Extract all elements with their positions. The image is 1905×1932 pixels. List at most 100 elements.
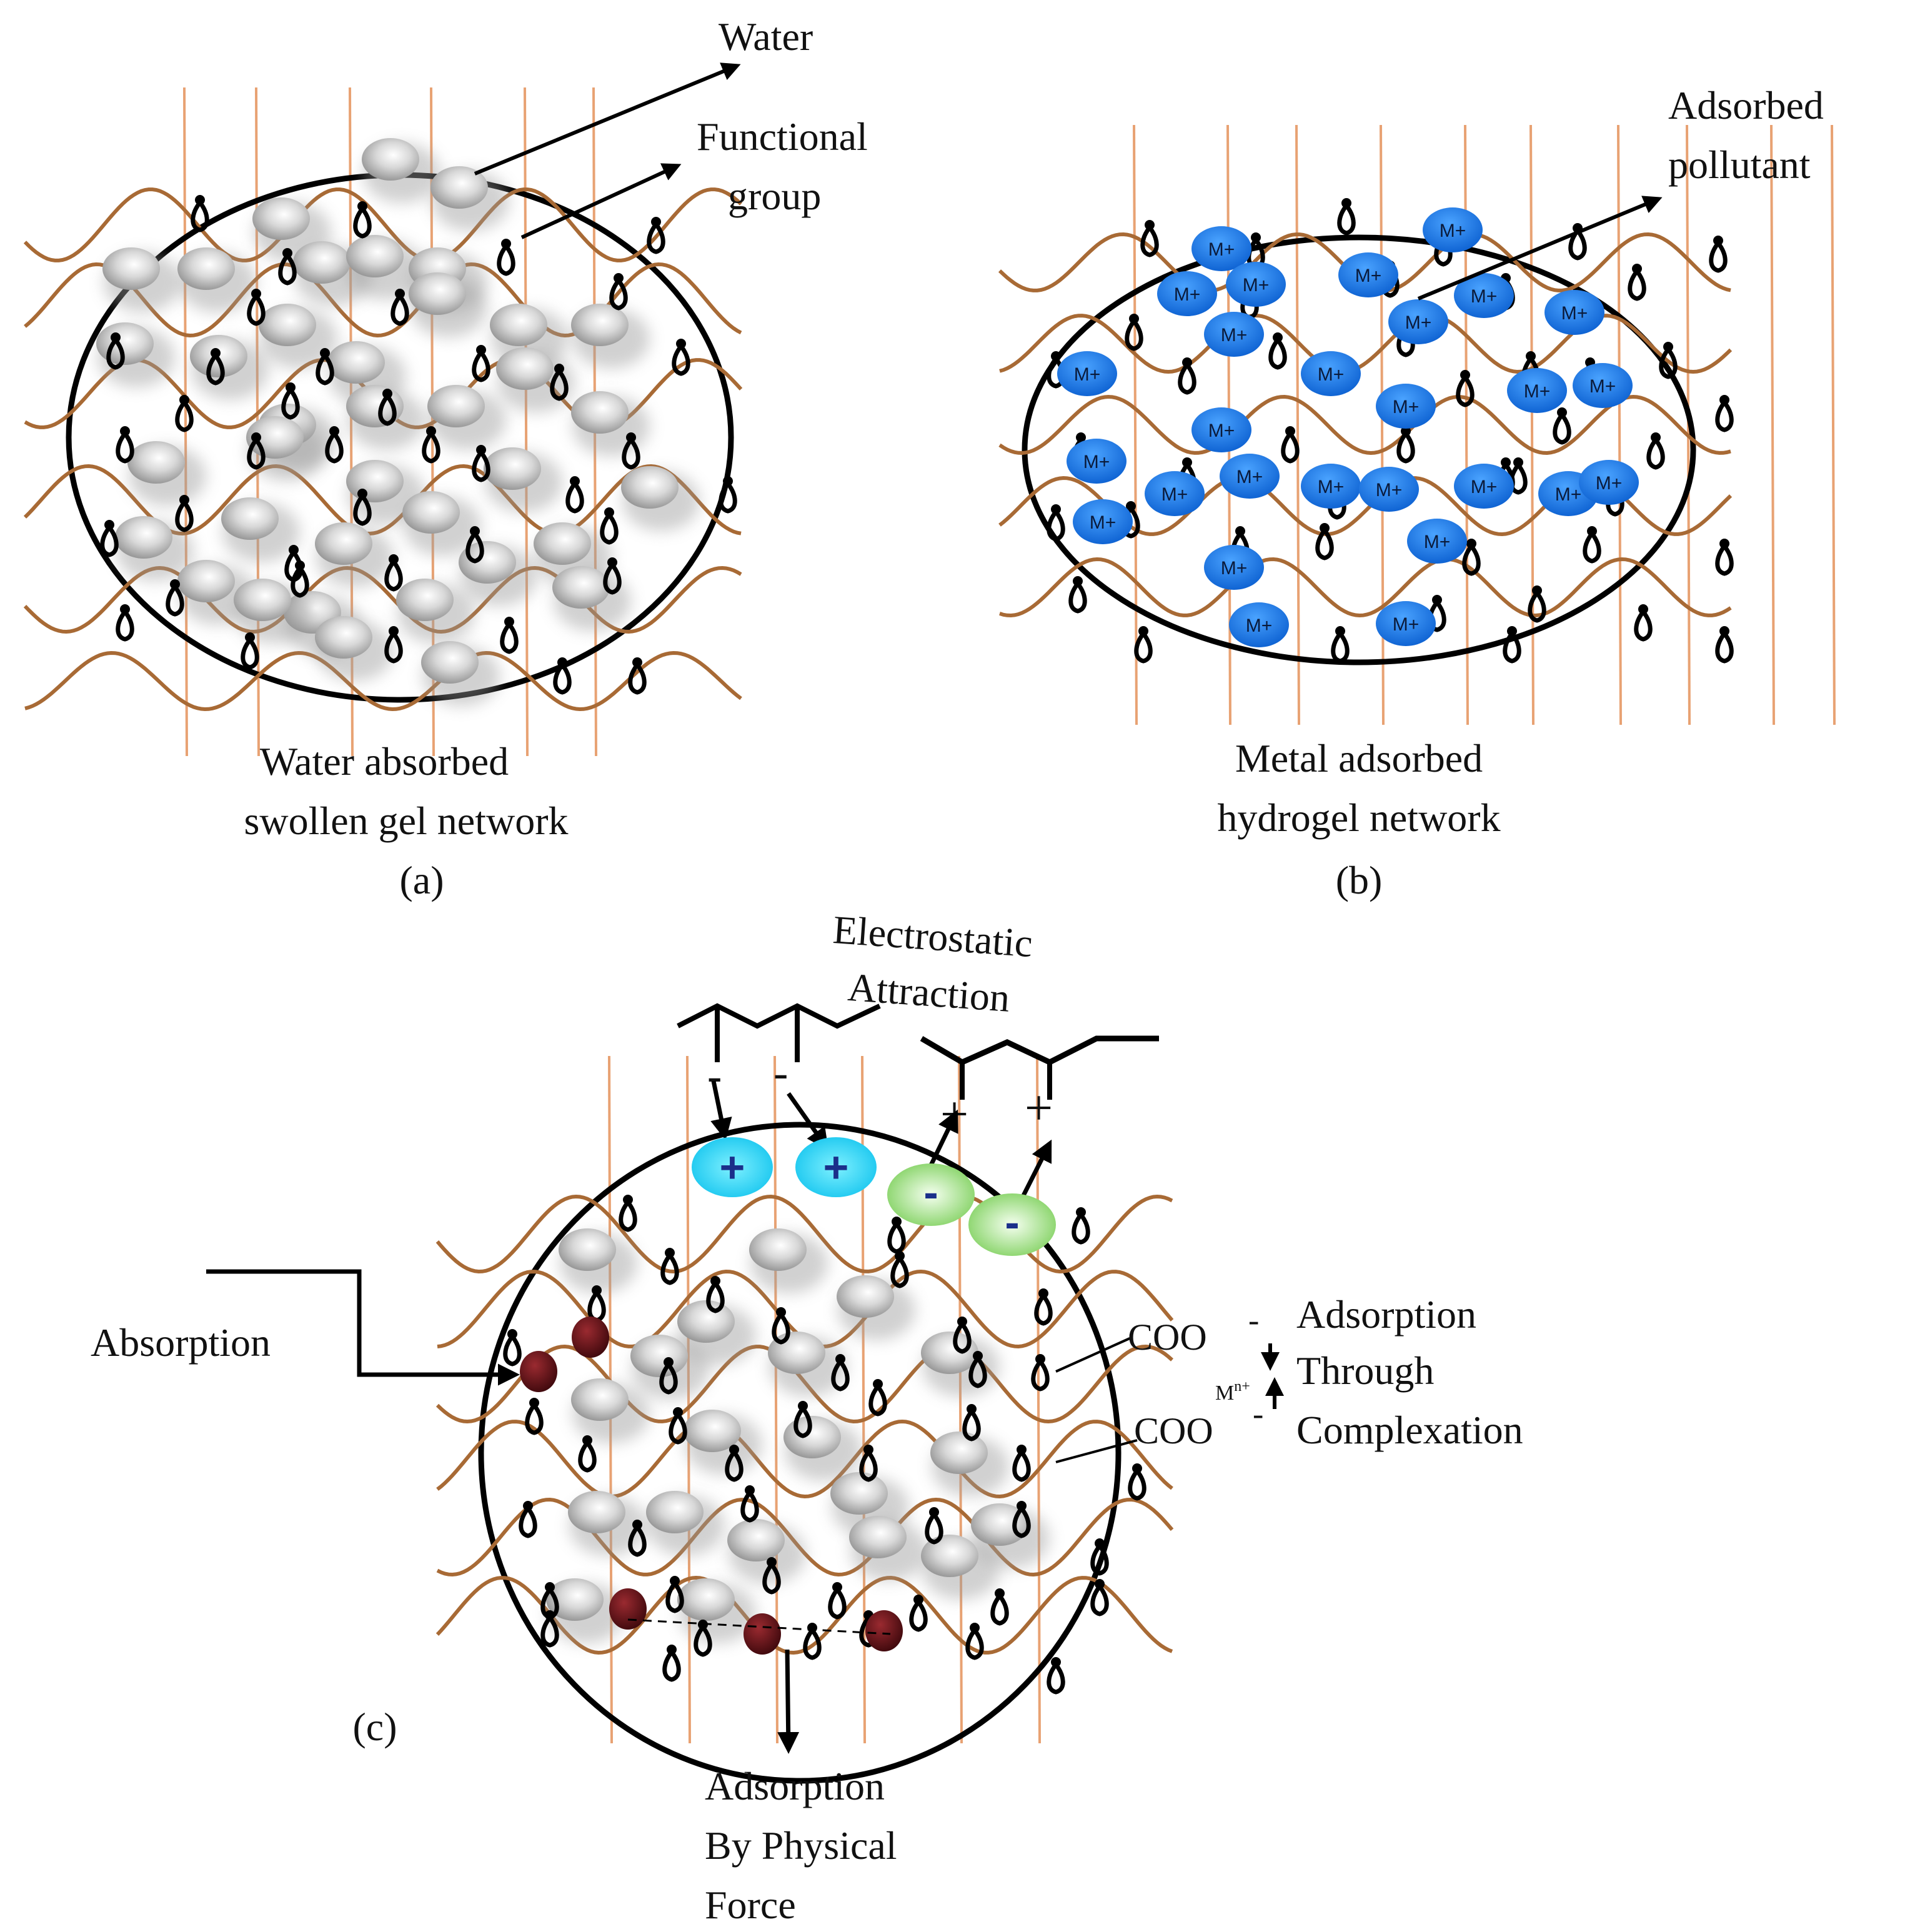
functional-group-icon bbox=[353, 489, 372, 526]
water-bead bbox=[315, 616, 372, 659]
panel-a-swollen-gel: Water Functional group Water absorbed sw… bbox=[23, 14, 868, 902]
functional-group-loop bbox=[422, 430, 440, 464]
metal-ion-label: M+ bbox=[1555, 484, 1582, 505]
functional-group-icon bbox=[353, 201, 372, 239]
electrostatic-label: Electrostatic bbox=[832, 907, 1034, 965]
metal-ion-label: M+ bbox=[1393, 397, 1420, 417]
functional-group-loop bbox=[116, 430, 134, 464]
water-bead bbox=[293, 241, 351, 284]
functional-group-loop bbox=[540, 1614, 559, 1648]
water-bead bbox=[496, 347, 554, 390]
cation-bead-2 bbox=[795, 1137, 877, 1197]
functional-group-icon bbox=[1047, 504, 1065, 542]
water-bead bbox=[552, 566, 610, 609]
crosslink-line bbox=[1133, 124, 1138, 725]
functional-group-icon bbox=[540, 1610, 559, 1648]
functional-group-loop bbox=[247, 436, 266, 470]
physical-force-label-3: Force bbox=[705, 1883, 796, 1927]
functional-group-icon bbox=[660, 1248, 679, 1285]
functional-group-icon bbox=[565, 476, 584, 514]
functional-group-loop bbox=[909, 1598, 928, 1632]
functional-group-icon bbox=[828, 1582, 847, 1620]
functional-group-loop bbox=[565, 480, 584, 514]
functional-group-icon bbox=[1128, 1463, 1146, 1501]
functional-group-loop bbox=[1646, 436, 1665, 470]
functional-group-icon bbox=[316, 348, 334, 386]
anion-charge: - bbox=[923, 1168, 938, 1217]
water-bead bbox=[234, 579, 291, 621]
metal-ion-bead bbox=[1376, 384, 1436, 429]
functional-group-loop bbox=[353, 205, 372, 239]
functional-group-loop bbox=[1396, 430, 1415, 464]
anionic-site-charge: - bbox=[707, 1052, 722, 1100]
water-bead bbox=[402, 491, 460, 534]
functional-group-icon bbox=[1456, 370, 1475, 407]
metal-ion-label: M+ bbox=[1074, 364, 1101, 385]
functional-group-loop bbox=[803, 1626, 822, 1660]
functional-group-loop bbox=[772, 1311, 790, 1345]
complexation-label: Adsorption bbox=[1296, 1292, 1476, 1337]
functional-group-loop bbox=[325, 430, 344, 464]
functional-group-icon bbox=[740, 1485, 759, 1523]
functional-group-loop bbox=[525, 1402, 544, 1435]
functional-group-icon bbox=[100, 520, 119, 557]
functional-group-loop bbox=[175, 399, 194, 432]
functional-group-icon bbox=[706, 1276, 725, 1313]
functional-group-icon bbox=[1462, 539, 1481, 576]
functional-group-icon bbox=[762, 1557, 781, 1595]
functional-group-loop bbox=[740, 1489, 759, 1523]
water-bead bbox=[646, 1491, 704, 1533]
functional-group-loop bbox=[472, 449, 490, 482]
functional-group-loop bbox=[1337, 202, 1356, 236]
functional-group-loop bbox=[962, 1408, 981, 1442]
metal-ion-bead bbox=[1067, 439, 1127, 484]
functional-group-loop bbox=[1068, 580, 1087, 614]
water-bead bbox=[571, 1378, 629, 1421]
functional-group-loop bbox=[291, 564, 309, 598]
functional-group-loop bbox=[828, 1586, 847, 1620]
anion-charge-2: - bbox=[1005, 1198, 1019, 1247]
metal-ion-label: M+ bbox=[1524, 381, 1551, 402]
water-bead bbox=[630, 1335, 688, 1377]
metal-ion-bead bbox=[1359, 467, 1419, 512]
functional-group-loop bbox=[497, 242, 515, 276]
anion-bead-2 bbox=[968, 1193, 1056, 1256]
functional-group-loop bbox=[1509, 461, 1528, 495]
functional-group-icon bbox=[719, 476, 737, 514]
functional-group-icon bbox=[106, 332, 125, 370]
pollutant-pointer-arrow bbox=[1417, 196, 1663, 301]
functional-group-icon bbox=[925, 1507, 943, 1545]
functional-group-loop bbox=[378, 392, 397, 426]
metal-ion-label: M+ bbox=[1243, 275, 1270, 296]
functional-group-icon bbox=[622, 432, 640, 470]
functional-group-icon bbox=[587, 1285, 606, 1323]
functional-group-icon bbox=[166, 579, 184, 617]
functional-group-icon bbox=[1268, 332, 1287, 370]
metal-ion-label: M+ bbox=[1221, 325, 1248, 346]
functional-group-icon bbox=[384, 554, 403, 592]
functional-group-icon bbox=[247, 289, 266, 326]
functional-group-icon bbox=[859, 1445, 878, 1482]
functional-group-loop bbox=[793, 1405, 812, 1438]
metal-ion-bead bbox=[1073, 499, 1133, 544]
functional-group-loop bbox=[100, 524, 119, 557]
functional-group-icon bbox=[600, 507, 619, 545]
metal-ion-label: M+ bbox=[1596, 473, 1623, 494]
water-bead bbox=[430, 166, 488, 209]
functional-group-loop bbox=[925, 1511, 943, 1545]
functional-group-icon bbox=[1646, 432, 1665, 470]
functional-group-icon bbox=[772, 1307, 790, 1345]
metal-ion-bead bbox=[1204, 312, 1264, 357]
water-bead bbox=[346, 460, 404, 502]
metal-ion-label: M+ bbox=[1221, 558, 1248, 579]
functional-group-loop bbox=[1634, 608, 1653, 642]
metal-ion-label: M+ bbox=[1236, 467, 1263, 487]
functional-group-icon bbox=[953, 1317, 972, 1354]
functional-group-icon bbox=[1628, 264, 1646, 301]
functional-group-icon bbox=[1068, 576, 1087, 614]
water-bead bbox=[459, 541, 516, 584]
metal-ion-bead bbox=[1220, 454, 1280, 499]
complexation-label-2: Through bbox=[1296, 1348, 1434, 1393]
metal-ion-label: M+ bbox=[1318, 477, 1345, 497]
